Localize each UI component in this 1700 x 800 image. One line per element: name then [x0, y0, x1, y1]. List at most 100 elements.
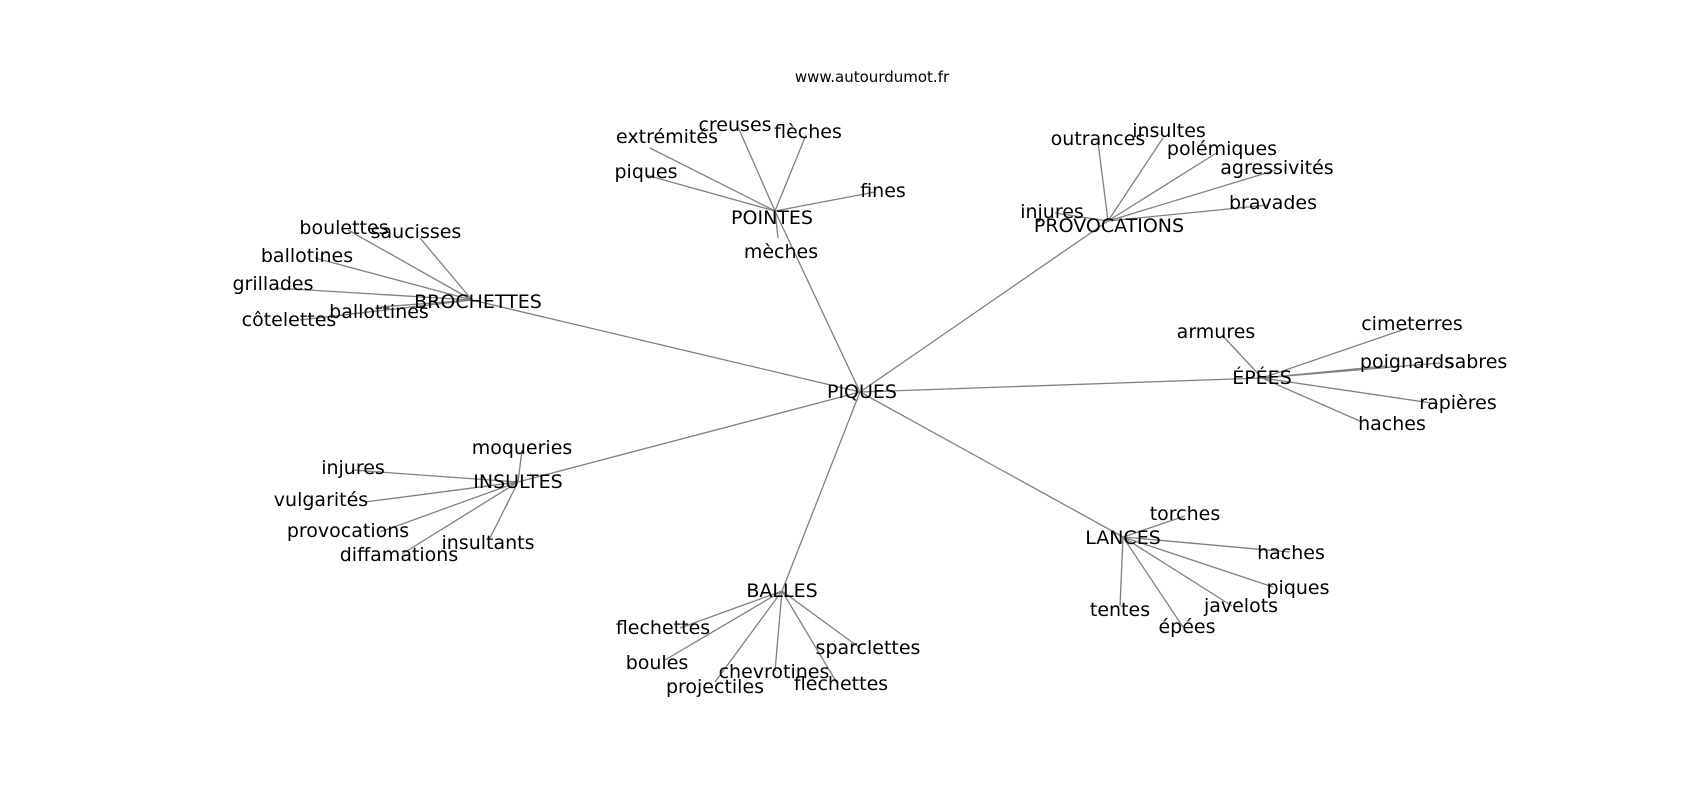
node-hub: INSULTES	[473, 471, 562, 493]
node-leaf: injures	[1020, 201, 1084, 223]
edge-hub-to-leaf	[364, 481, 519, 503]
node-leaf: flèches	[774, 121, 842, 143]
node-root: PIQUES	[827, 381, 897, 403]
edge-root-to-hub	[781, 391, 861, 592]
edge-hub-to-leaf	[649, 147, 776, 212]
node-leaf: haches	[1358, 413, 1426, 435]
edge-hub-to-leaf	[1261, 327, 1409, 379]
edge-hub-to-leaf	[314, 257, 473, 301]
node-leaf: sabres	[1445, 351, 1508, 373]
edge-hub-to-leaf	[781, 590, 838, 684]
edge-hub-to-leaf	[419, 237, 473, 301]
node-leaf: armures	[1177, 321, 1256, 343]
node-leaf: polémiques	[1167, 138, 1277, 160]
source-watermark: www.autourdumot.fr	[795, 68, 950, 86]
edge-hub-to-leaf	[1221, 334, 1263, 379]
node-leaf: javelots	[1203, 595, 1278, 617]
node-leaf: sparclettes	[816, 637, 921, 659]
node-hub: BROCHETTES	[414, 291, 542, 313]
edge-hub-to-leaf	[1261, 377, 1439, 405]
edge-root-to-hub	[517, 391, 861, 483]
node-leaf: piques	[614, 161, 677, 183]
node-hub: PROVOCATIONS	[1034, 215, 1184, 237]
node-leaf: chevrotines	[719, 661, 830, 683]
edge-hub-to-leaf	[1119, 536, 1124, 607]
edge-hub-to-leaf	[1122, 536, 1291, 553]
edge-root-to-hub	[471, 299, 861, 393]
node-leaf: insultants	[441, 532, 534, 554]
node-leaf: mèches	[744, 241, 818, 263]
edge-hub-to-leaf	[774, 191, 876, 212]
edge-hub-to-leaf	[1122, 536, 1274, 588]
edge-root-to-hub	[859, 377, 1263, 393]
edge-hub-to-leaf	[517, 449, 523, 483]
node-leaf: saucisses	[371, 221, 462, 243]
node-leaf: fines	[860, 180, 906, 202]
node-leaf: bravades	[1229, 192, 1317, 214]
node-hub: BALLES	[746, 580, 817, 602]
node-leaf: extrémités	[616, 126, 718, 148]
node-leaf: cimeterres	[1361, 313, 1463, 335]
node-leaf: provocations	[287, 520, 409, 542]
edge-hub-to-leaf	[1107, 169, 1277, 222]
edge-hub-to-leaf	[379, 481, 519, 533]
edge-hub-to-leaf	[1261, 377, 1363, 423]
edge-hub-to-leaf	[1122, 536, 1233, 607]
edge-hub-to-leaf	[714, 590, 783, 683]
edge-hub-to-leaf	[737, 126, 776, 212]
node-leaf: flechettes	[794, 673, 888, 695]
node-leaf: poignards	[1360, 351, 1454, 373]
edge-hub-to-leaf	[781, 590, 861, 649]
edge-hub-to-leaf	[679, 590, 783, 629]
edge-hub-to-leaf	[299, 299, 473, 321]
node-leaf: tentes	[1090, 599, 1150, 621]
node-leaf: diffamations	[340, 544, 459, 566]
edge-root-to-hub	[774, 210, 861, 393]
node-leaf: piques	[1266, 577, 1329, 599]
node-leaf: moqueries	[472, 437, 573, 459]
edges	[274, 126, 1441, 684]
node-leaf: insultes	[1132, 120, 1206, 142]
node-leaf: ballottines	[329, 301, 429, 323]
node-leaf: côtelettes	[242, 309, 337, 331]
edge-hub-to-leaf	[664, 590, 783, 661]
node-leaf: haches	[1257, 542, 1325, 564]
node-hub: POINTES	[731, 207, 813, 229]
edge-hub-to-leaf	[1054, 212, 1109, 222]
node-leaf: flechettes	[616, 617, 710, 639]
edge-hub-to-leaf	[347, 229, 473, 301]
node-leaf: outrances	[1051, 128, 1146, 150]
edge-hub-to-leaf	[1122, 515, 1186, 538]
edge-hub-to-leaf	[1097, 141, 1109, 222]
edge-hub-to-leaf	[274, 287, 473, 301]
node-leaf: épées	[1158, 616, 1215, 638]
node-leaf: grillades	[232, 273, 313, 295]
node-leaf: injures	[321, 457, 385, 479]
node-leaf: boules	[626, 652, 689, 674]
edge-hub-to-leaf	[774, 590, 783, 672]
node-leaf: creuses	[698, 114, 771, 136]
node-leaf: torches	[1150, 503, 1221, 525]
edge-hub-to-leaf	[645, 174, 776, 212]
edge-hub-to-leaf	[401, 481, 519, 555]
node-leaf: agressivités	[1220, 157, 1333, 179]
edge-hub-to-leaf	[1261, 362, 1441, 379]
node-leaf: rapières	[1419, 392, 1496, 414]
edge-hub-to-leaf	[774, 134, 807, 212]
edge-hub-to-leaf	[489, 481, 519, 539]
edge-hub-to-leaf	[351, 469, 519, 483]
node-leaf: ballotines	[261, 245, 353, 267]
node-leaf: projectiles	[666, 676, 764, 698]
node-hub: LANCES	[1085, 527, 1161, 549]
node-leaf: vulgarités	[274, 489, 368, 511]
edge-hub-to-leaf	[1122, 536, 1184, 628]
edge-root-to-hub	[859, 220, 1109, 393]
edge-hub-to-leaf	[1107, 151, 1219, 222]
node-hub: ÉPÉES	[1232, 366, 1292, 389]
edge-hub-to-leaf	[774, 210, 779, 239]
node-leaf: boulettes	[299, 217, 388, 239]
edge-hub-to-leaf	[1107, 204, 1269, 222]
edge-root-to-hub	[859, 391, 1124, 538]
